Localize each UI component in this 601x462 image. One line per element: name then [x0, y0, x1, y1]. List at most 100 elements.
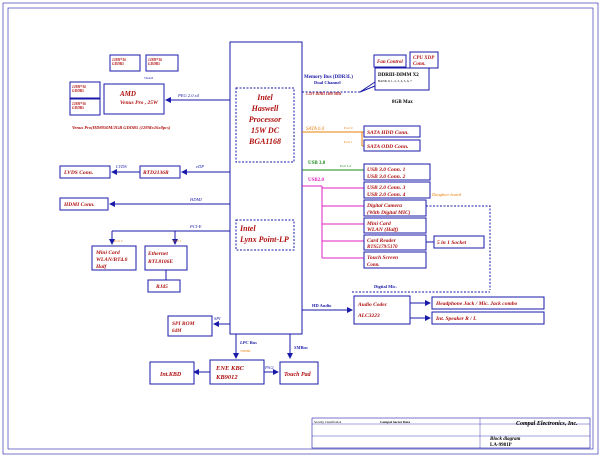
edp-label: eDP — [196, 164, 204, 169]
memory-bus-sub: Dual Channel — [314, 80, 341, 85]
touch-screen-box — [363, 251, 427, 269]
usb2-conn-4: USB 2.0 Conn. 4 — [367, 192, 406, 198]
lvds-conn-box — [59, 165, 111, 179]
vram-label: VRAM — [144, 76, 153, 80]
speaker-box — [431, 311, 545, 325]
edp-bridge-label: RTD2136R — [142, 170, 169, 176]
sata-odd-box — [363, 139, 421, 152]
cpu-line3: Processor — [249, 115, 282, 124]
usb3-conn-box — [363, 163, 431, 181]
lpc-speed: 33MHz — [240, 349, 251, 353]
sata-hdd-box — [363, 125, 421, 138]
cpu-line4: 15W DC — [251, 126, 280, 135]
touch-screen-line1: Touch Screen — [367, 255, 398, 261]
pch-line1: Intel — [239, 224, 256, 233]
memory-size: 8GB Max — [392, 100, 413, 105]
spi-label: SPI — [214, 316, 221, 321]
dimm-line1: DDRIII-DIMM X2 — [378, 73, 419, 78]
int-kbd-label: Int.KBD — [159, 372, 182, 378]
xdp-box — [409, 51, 439, 69]
usb3-conn-2: USB 3.0 Conn. 2 — [367, 174, 406, 180]
daughter-board-label: Daughter board — [431, 192, 462, 197]
int-kbd-box — [149, 361, 195, 385]
title-security: Security Classification — [314, 420, 342, 424]
usb2-bus-label: USB2.0 — [308, 178, 324, 183]
usb3-port: Port 1,2 — [340, 164, 351, 169]
socket-label: 5 in 1 Socket — [437, 240, 467, 246]
usb2-conn-3: USB 2.0 Conn. 3 — [367, 185, 406, 191]
fan-control-box — [373, 54, 407, 68]
speaker-label: Int. Speaker R / L — [435, 316, 477, 322]
memory-voltage: 1.35V DDR3 1600 MHz — [306, 92, 342, 96]
cpu-pch-block — [229, 41, 303, 335]
kbc-line2: KB9012 — [215, 374, 238, 381]
pcie-port-2: Port 2 — [114, 239, 123, 243]
dimm-line2: BANK 0, 1, 2, 3, 4, 5, 6, 7 — [378, 79, 412, 84]
hdmi-bus-label: HDMI — [189, 197, 202, 202]
lvds-conn-label: LVDS Conn. — [63, 170, 93, 176]
headphone-box — [431, 296, 545, 310]
audio-codec-box — [353, 295, 411, 325]
title-name: Block diagram — [489, 437, 521, 442]
mini-card-box — [91, 245, 137, 271]
kbc-line1: ENE KBC — [215, 365, 245, 372]
vram-chip-3 — [69, 81, 101, 99]
pch-line2: Lynx Point-LP — [239, 235, 289, 244]
sata-odd-label: SATA ODD Conn. — [367, 144, 408, 150]
mini-card-line2: WLAN/BT4.0 — [96, 257, 128, 263]
ethernet-box — [144, 245, 188, 271]
pch-dashed-box — [235, 219, 295, 251]
spi-rom-line2: 64M — [172, 329, 182, 334]
hdmi-conn-label: HDMI Conn. — [63, 202, 95, 208]
title-block — [311, 417, 591, 449]
ethernet-line1: Ethernet — [147, 251, 168, 257]
peg-label: PEG 2.0 x4 — [177, 93, 200, 98]
usb3-conn-1: USB 3.0 Conn. 1 — [367, 167, 406, 173]
pcie-bus-label: PCI-E — [189, 224, 202, 229]
audio-codec-line1: Audio Codec — [357, 302, 388, 308]
dimm-box — [374, 67, 430, 91]
vram-chip-1 — [109, 54, 141, 72]
lpc-label: LPC Bus — [239, 340, 257, 345]
sata-bus-label: SATA 6.0 — [306, 127, 325, 132]
sheet-frame — [2, 2, 599, 455]
sata-port-0: Port 0 — [344, 126, 353, 130]
title-secret: Compal Secret Data — [380, 420, 410, 424]
spi-rom-box — [167, 315, 213, 337]
memory-bus-label: Memory Bus (DDR3L) — [304, 75, 353, 80]
lvds-bus-label: LVDS — [115, 164, 127, 169]
sheet-inner-frame — [7, 7, 594, 450]
title-doc: LA-9981P — [490, 443, 512, 448]
xdp-line2: Conn. — [413, 62, 426, 67]
audio-codec-line2: ALC3223 — [357, 313, 380, 319]
camera-line2: (With Digital MIC) — [367, 209, 411, 216]
cpu-line2: Haswell — [251, 104, 279, 113]
usb3-bus-label: USB 3.0 — [308, 161, 326, 166]
cpu-line1: Intel — [256, 93, 273, 102]
rj45-box — [147, 279, 181, 293]
cpu-dashed-box — [235, 87, 295, 163]
wlan-half-line1: Mini Card — [366, 221, 391, 227]
edp-bridge-box — [139, 165, 181, 179]
sata-hdd-label: SATA HDD Conn. — [367, 130, 409, 136]
cpu-line5: BGA1168 — [248, 137, 281, 146]
pcie-port-1: Port 1 — [173, 239, 182, 243]
camera-line1: Digital Camera — [366, 203, 402, 209]
xdp-line1: CPU XDP — [413, 56, 435, 61]
vram-chip-2 — [145, 54, 179, 72]
gpu-name-1: AMD — [119, 90, 136, 98]
hd-audio-label: HD Audio — [312, 303, 332, 308]
dimm-link — [359, 81, 376, 93]
wlan-half-line2: WLAN (Half) — [367, 226, 398, 233]
card-reader-line1: Card Reader — [367, 238, 397, 244]
hdmi-conn-box — [59, 197, 109, 211]
fan-control-label: Fan Control — [377, 60, 403, 65]
ethernet-line2: RTL8106E — [147, 259, 173, 265]
socket-box — [433, 235, 485, 249]
gpu-box — [103, 83, 165, 115]
